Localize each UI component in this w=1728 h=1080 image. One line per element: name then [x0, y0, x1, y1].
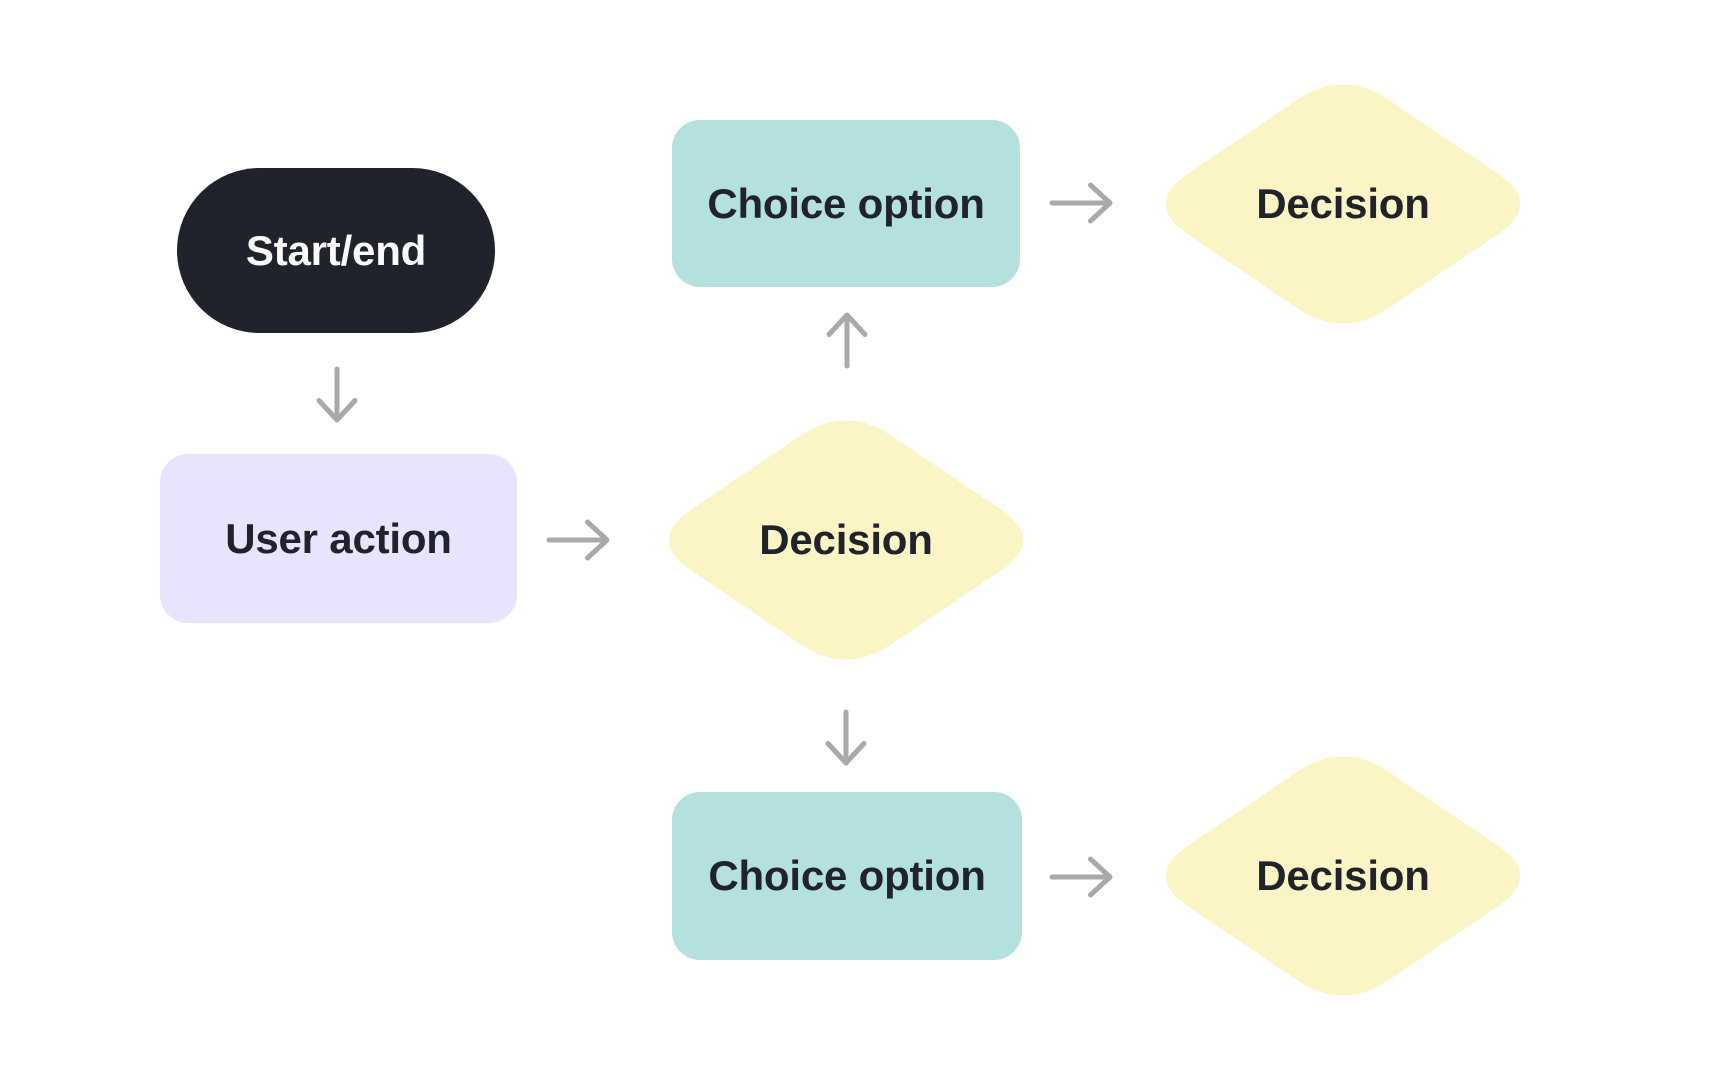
decision-main-label: Decision [759, 516, 933, 563]
arrow-down-icon [316, 366, 358, 423]
node-decision-bottom[interactable]: Decision [1143, 741, 1543, 1011]
arrow-right-icon [1049, 856, 1113, 898]
diamond-shape [1165, 84, 1521, 324]
node-user-action[interactable]: User action [160, 454, 517, 623]
arrow-up-icon [826, 312, 868, 369]
arrow-down-icon [825, 709, 867, 766]
node-choice-option-bottom[interactable]: Choice option [672, 792, 1022, 960]
start-end-label: Start/end [245, 226, 427, 274]
diamond-shape [668, 420, 1024, 660]
node-choice-option-top[interactable]: Choice option [672, 120, 1020, 287]
node-decision-main[interactable]: Decision [646, 405, 1046, 675]
decision-top-label: Decision [1256, 180, 1430, 227]
choice-option-bottom-label: Choice option [708, 852, 986, 899]
node-decision-top[interactable]: Decision [1143, 69, 1543, 339]
node-start-end[interactable]: Start/end [177, 168, 495, 333]
decision-bottom-label: Decision [1256, 852, 1430, 899]
diamond-shape [1165, 756, 1521, 996]
choice-option-top-label: Choice option [707, 179, 985, 227]
arrow-right-icon [1049, 182, 1113, 224]
arrow-right-icon [546, 519, 610, 561]
user-action-label: User action [225, 514, 452, 562]
